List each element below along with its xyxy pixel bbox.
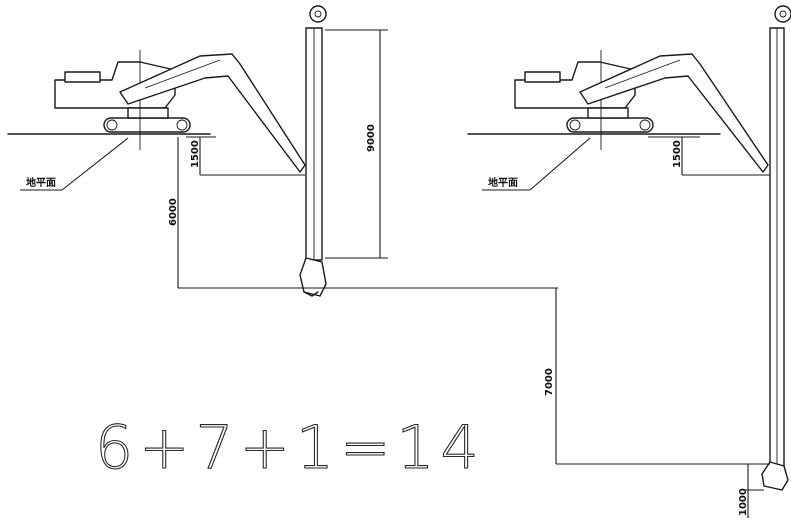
right-boom [579,53,769,173]
left-dim-1500: 1500 [190,140,201,168]
right-ground-label: 地平面 [488,176,518,189]
right-dimensions [555,136,770,518]
left-boom [119,53,306,173]
left-ground-label: 地平面 [26,176,56,189]
left-dim-6000: 6000 [168,198,179,226]
right-excavator [467,5,791,491]
left-dim-9000: 9000 [366,124,377,152]
left-bucket [299,257,327,297]
depth-formula: 6+7+1=14 [95,413,485,483]
right-dim-1500: 1500 [672,140,683,168]
right-dim-7000: 7000 [544,368,555,396]
right-top-pulley [774,5,791,23]
left-excavator [7,5,327,297]
right-bucket [761,461,789,491]
right-dim-1000: 1000 [738,488,749,516]
left-dimensions [177,29,558,289]
left-top-pulley [309,5,327,23]
